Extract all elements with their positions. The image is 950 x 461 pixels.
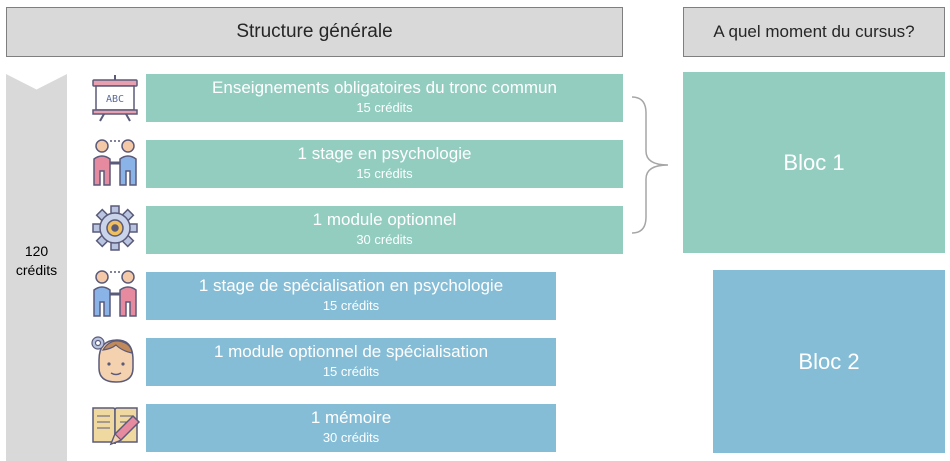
- total-credits-unit: crédits: [15, 262, 58, 278]
- handshake-icon: [93, 139, 137, 186]
- course-bar-module-optionnel: 1 module optionnel 30 crédits: [146, 206, 623, 254]
- curly-brace-connector: [631, 96, 669, 234]
- thinking-head-icon: [91, 336, 134, 383]
- course-title: 1 stage en psychologie: [297, 144, 472, 163]
- course-credits: 15 crédits: [322, 364, 380, 379]
- course-title: 1 module optionnel de spécialisation: [213, 342, 489, 361]
- when-header-label: A quel moment du cursus?: [713, 22, 915, 41]
- course-bar-tronc-commun: Enseignements obligatoires du tronc comm…: [146, 74, 623, 122]
- bloc-2-box: Bloc 2: [713, 270, 945, 453]
- course-bar-module-specialisation: 1 module optionnel de spécialisation 15 …: [146, 338, 556, 386]
- svg-text:ABC: ABC: [106, 94, 124, 105]
- total-credits-value: 120: [24, 243, 49, 259]
- course-bar-stage-specialisation: 1 stage de spécialisation en psychologie…: [146, 272, 556, 320]
- structure-header-label: Structure générale: [236, 21, 393, 42]
- course-credits: 15 crédits: [356, 100, 413, 115]
- structure-header: Structure générale: [6, 7, 623, 57]
- course-credits: 30 crédits: [322, 430, 380, 445]
- notebook-pencil-icon: [92, 407, 141, 446]
- course-title: 1 stage de spécialisation en psychologie: [198, 276, 504, 295]
- handshake-icon: [93, 270, 137, 317]
- credits-arrow: [6, 74, 67, 461]
- course-credits: 15 crédits: [356, 166, 413, 181]
- course-credits: 15 crédits: [322, 298, 380, 313]
- bloc-1-label: Bloc 1: [783, 149, 845, 175]
- bloc-2-label: Bloc 2: [798, 348, 860, 374]
- gear-icon: [92, 205, 138, 251]
- course-title: Enseignements obligatoires du tronc comm…: [212, 78, 557, 97]
- course-bar-memoire: 1 mémoire 30 crédits: [146, 404, 556, 452]
- total-credits-label: 120 crédits: [6, 242, 67, 280]
- course-bar-stage-psychologie: 1 stage en psychologie 15 crédits: [146, 140, 623, 188]
- course-title: 1 module optionnel: [312, 210, 457, 229]
- course-title: 1 mémoire: [310, 408, 392, 427]
- when-header: A quel moment du cursus?: [683, 7, 945, 57]
- bloc-1-box: Bloc 1: [683, 72, 945, 253]
- presentation-board-icon: ABC: [92, 75, 138, 122]
- course-credits: 30 crédits: [356, 232, 413, 247]
